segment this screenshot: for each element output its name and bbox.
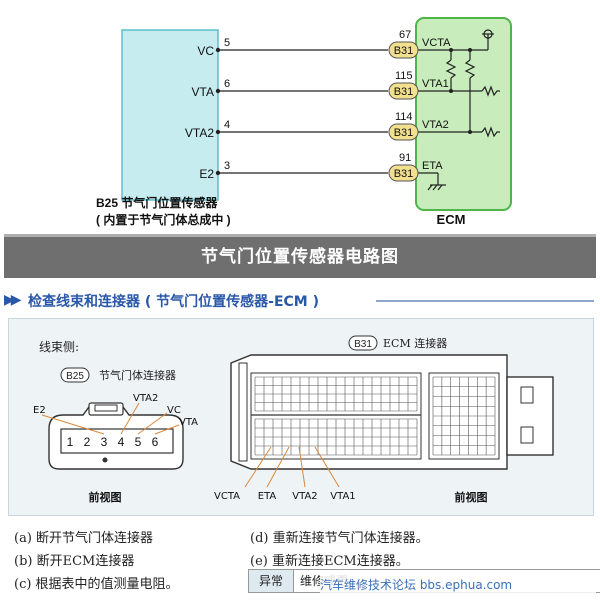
connector-label-eta: B31 [394,168,414,180]
connector-label-vcta: B31 [394,45,414,57]
ecm-pin-name-vta2: VTA2 [422,119,449,131]
sensor-pin-name-vc: VC [197,44,214,58]
sensor-pin-num-vta: 6 [224,78,230,90]
ecm-pin-name-vta1: VTA1 [422,78,449,90]
procedure-step-c: (c) 根据表中的值测量电阻。 [14,577,179,592]
ecm-pin-num-vcta: 67 [399,29,411,41]
b25-front-view-label: 前视图 [89,490,122,504]
sensor-label: B25 节气门位置传感器 [96,195,218,210]
b25-badge [60,367,90,383]
b31-title: ECM 连接器 [383,337,447,350]
b31-connector [230,354,554,470]
ecm-pin-num-vta2: 114 [395,111,413,123]
b25-label-e2: E2 [33,405,46,416]
b31-label-vcta: VCTA [214,491,240,502]
sensor-pin-num-vc: 5 [224,37,230,49]
procedure-step-b: (b) 断开ECM连接器 [14,554,135,569]
procedure-step-a: (a) 断开节气门体连接器 [14,531,154,546]
b31-label-vta2: VTA2 [292,491,317,502]
b25-badge-text: B25 [66,371,84,382]
connector-panel: 线束侧: B25 节气门体连接器 B31 ECM 连接器 1 2 3 4 5 6 [8,318,594,516]
ecm-label: ECM [437,212,466,227]
b31-badge [348,335,378,351]
b31-pin-grid [254,376,496,456]
connector-pill-vta1 [388,82,419,100]
b31-label-vta1: VTA1 [330,491,355,502]
section-rule [376,300,594,302]
b25-pin: 6 [152,435,159,449]
connector-diagram: 线束侧: B25 节气门体连接器 B31 ECM 连接器 1 2 3 4 5 6 [33,335,554,504]
b25-pin: 3 [101,435,108,449]
section-title: 检查线束和连接器 ( 节气门位置传感器-ECM ) [28,294,319,310]
b25-pin: 4 [118,435,125,449]
sensor-sublabel: ( 内置于节气门体总成中 ) [96,212,231,227]
circuit-diagram: VC 5 VTA 6 VTA2 4 E2 3 B31 67 VCTA B31 1… [96,17,512,227]
connector-pill-eta [388,164,419,182]
ecm-pin-name-vcta: VCTA [422,37,451,49]
b31-badge-text: B31 [354,339,372,350]
harness-side-label: 线束侧: [39,340,79,354]
section-heading: ▶▶ 检查线束和连接器 ( 节气门位置传感器-ECM ) [4,290,596,312]
connector-pill-vta2 [388,123,419,141]
b25-connector [48,402,184,470]
b25-title: 节气门体连接器 [99,368,176,382]
ecm-box [415,17,512,211]
b31-front-view-label: 前视图 [455,490,488,504]
sensor-box [121,29,219,201]
procedure-step-e: (e) 重新连接ECM连接器。 [250,554,409,569]
b31-label-eta: ETA [258,491,277,502]
sensor-pin-name-vta: VTA [192,85,214,99]
b25-label-vc: VC [167,405,181,416]
ecm-pin-num-eta: 91 [399,152,411,164]
connector-label-vta2: B31 [394,127,414,139]
sensor-pin-num-vta2: 4 [224,119,230,131]
procedure-step-d: (d) 重新连接节气门体连接器。 [250,531,429,546]
sensor-pin-num-e2: 3 [224,160,230,172]
diagram-title-banner: 节气门位置传感器电路图 [4,234,596,278]
ecm-pin-name-eta: ETA [422,160,443,172]
b25-pin: 2 [84,435,91,449]
b25-label-vta2: VTA2 [133,393,158,404]
b25-pin: 5 [135,435,142,449]
connector-pill-vcta [388,41,419,59]
table-cell-abnormal: 异常 [248,569,294,593]
b25-label-vta: VTA [179,417,198,428]
connector-label-vta1: B31 [394,86,414,98]
circuit-diagram-panel: VC 5 VTA 6 VTA2 4 E2 3 B31 67 VCTA B31 1… [4,0,596,278]
b25-pin: 1 [67,435,74,449]
sensor-pin-name-e2: E2 [199,167,214,181]
sensor-pin-name-vta2: VTA2 [185,126,214,140]
ecm-pin-num-vta1: 115 [395,70,413,82]
double-arrow-icon: ▶▶ [4,292,21,308]
watermark: 汽车维修技术论坛 bbs.ephua.com [320,574,596,596]
